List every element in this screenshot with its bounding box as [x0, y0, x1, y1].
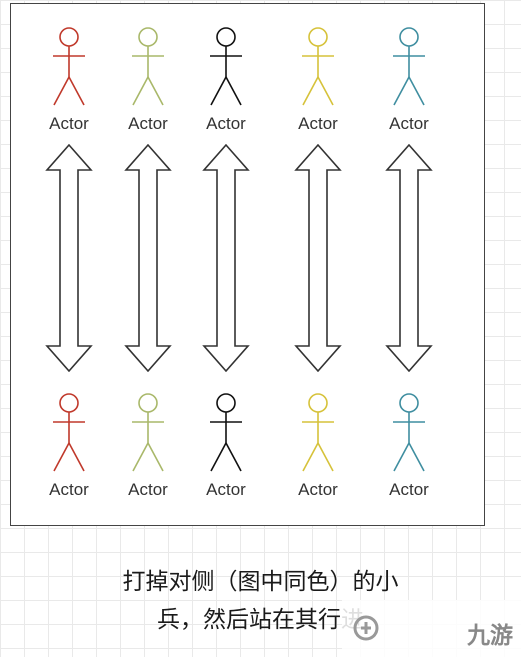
double-arrow-3: [202, 144, 250, 372]
actor-label: Actor: [128, 480, 168, 499]
actor-label: Actor: [389, 480, 429, 499]
actor-label: Actor: [128, 114, 168, 133]
caption-line-2: 兵，然后站在其行进: [157, 607, 364, 633]
watermark: 九游: [342, 600, 521, 657]
watermark-text: 九游: [467, 623, 513, 649]
watermark-logo-icon: [353, 615, 379, 641]
actor-bottom-5: Actor: [374, 393, 444, 513]
actor-label: Actor: [298, 480, 338, 499]
actor-top-1: Actor: [34, 27, 104, 147]
actor-label: Actor: [49, 480, 89, 499]
actor-label: Actor: [49, 114, 89, 133]
stick-figure-icon: [393, 393, 425, 472]
caption: 打掉对侧（图中同色）的小 兵，然后站在其行进: [0, 563, 521, 639]
actor-label: Actor: [206, 480, 246, 499]
double-arrow-5: [385, 144, 433, 372]
stick-figure-icon: [132, 27, 164, 106]
caption-line-1: 打掉对侧（图中同色）的小: [122, 569, 399, 595]
actor-label: Actor: [298, 114, 338, 133]
double-arrow-1: [45, 144, 93, 372]
actor-bottom-1: Actor: [34, 393, 104, 513]
stick-figure-icon: [210, 393, 242, 472]
stick-figure-icon: [393, 27, 425, 106]
actor-top-3: Actor: [191, 27, 261, 147]
stick-figure-icon: [132, 393, 164, 472]
actor-top-5: Actor: [374, 27, 444, 147]
actor-bottom-2: Actor: [113, 393, 183, 513]
stick-figure-icon: [53, 393, 85, 472]
double-arrow-2: [124, 144, 172, 372]
actor-bottom-3: Actor: [191, 393, 261, 513]
actor-top-4: Actor: [283, 27, 353, 147]
actor-top-2: Actor: [113, 27, 183, 147]
stick-figure-icon: [210, 27, 242, 106]
stick-figure-icon: [302, 393, 334, 472]
actor-bottom-4: Actor: [283, 393, 353, 513]
stick-figure-icon: [302, 27, 334, 106]
stick-figure-icon: [53, 27, 85, 106]
double-arrow-4: [294, 144, 342, 372]
actor-label: Actor: [389, 114, 429, 133]
actor-label: Actor: [206, 114, 246, 133]
